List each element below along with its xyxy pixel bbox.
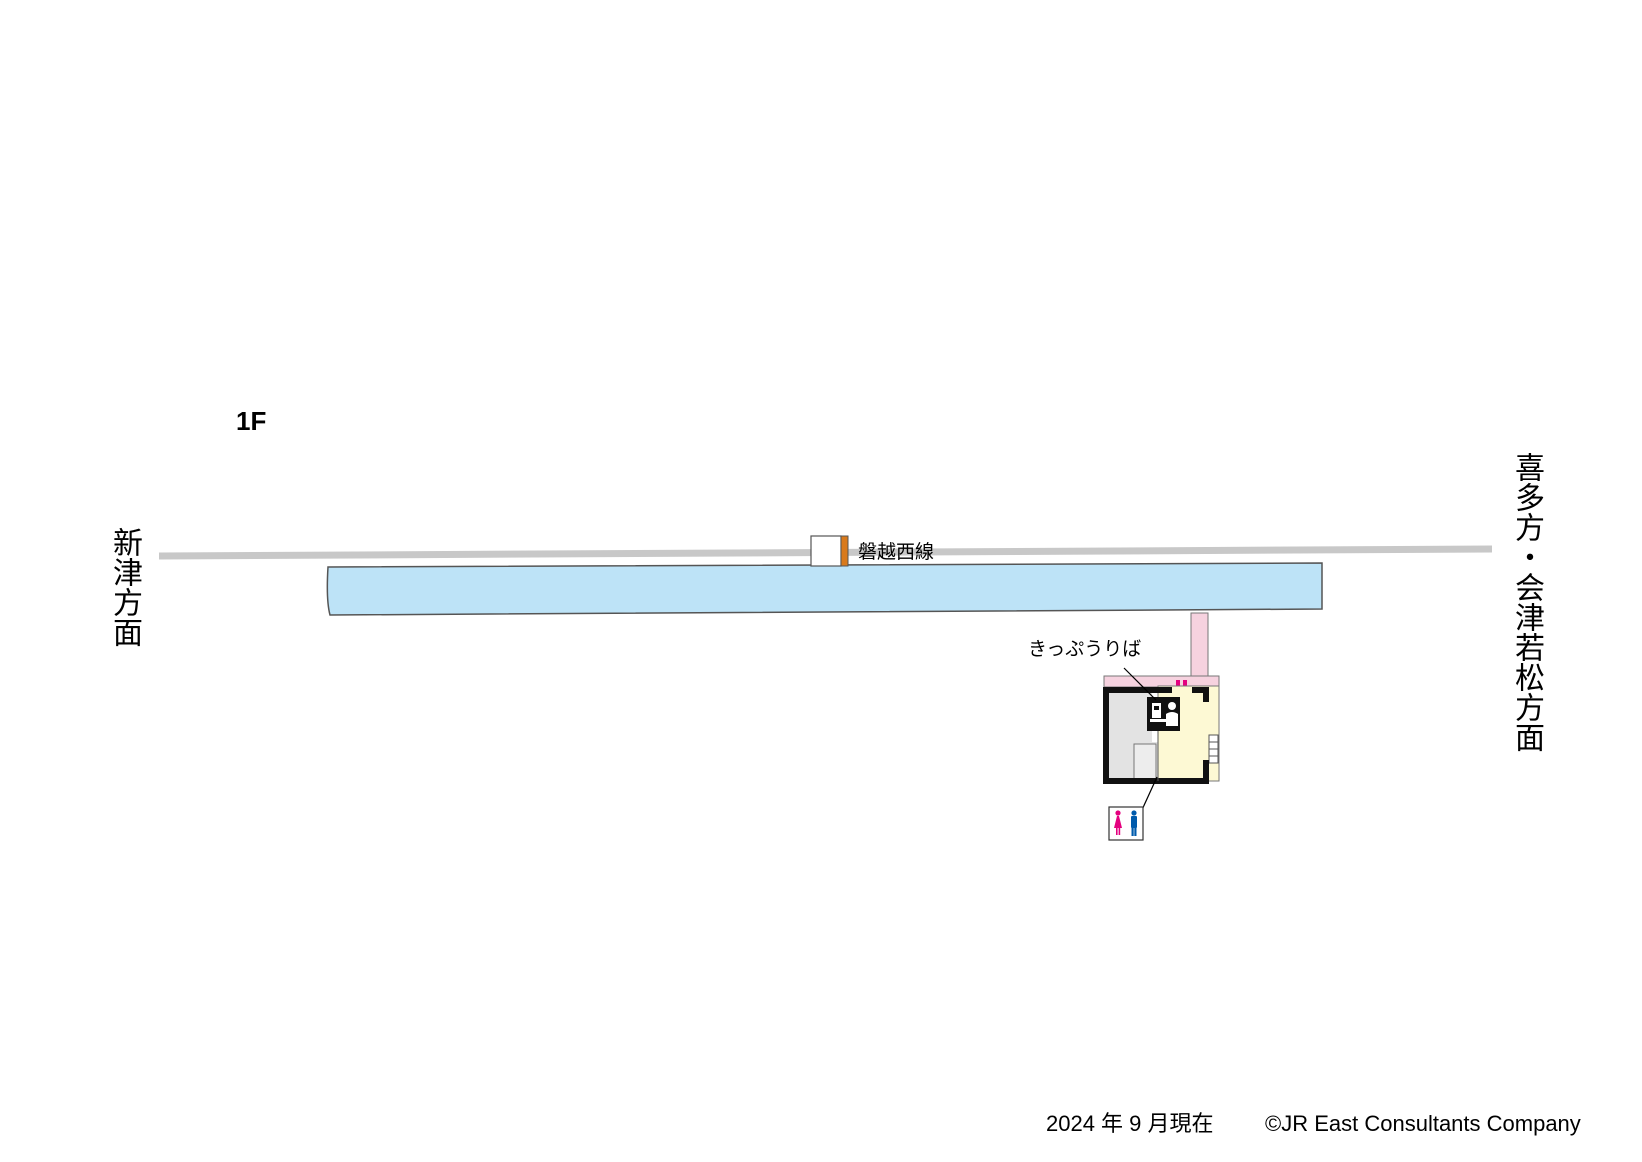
line-name-label: 磐越西線 [858, 541, 935, 563]
direction-west-label: 新津方面 [107, 527, 142, 647]
platform [326, 562, 1323, 616]
building-wall [1192, 687, 1209, 702]
restroom-entrance [1133, 743, 1157, 780]
floor-label: 1F [236, 406, 267, 436]
ticket-office-icon [1150, 702, 1178, 726]
ticket-office-label: きっぷうりば [1028, 638, 1142, 660]
line-sign-box [810, 535, 842, 567]
ticket-leader-line [1123, 667, 1157, 701]
passage-horizontal [1103, 675, 1220, 688]
line-color-stripe [840, 535, 849, 567]
restroom-icon [1108, 806, 1144, 841]
staff-room [1106, 690, 1152, 742]
toilet-leader-line [1140, 776, 1158, 813]
passage-vertical [1190, 612, 1209, 678]
direction-east-label: 喜多方・会津若松方面 [1509, 452, 1544, 752]
copyright-notice: ©JR East Consultants Company [1265, 1111, 1581, 1136]
stairs-icon [1208, 734, 1219, 764]
as-of-date: 2024 年 9 月現在 [1046, 1111, 1214, 1136]
building-wall [1103, 687, 1209, 784]
